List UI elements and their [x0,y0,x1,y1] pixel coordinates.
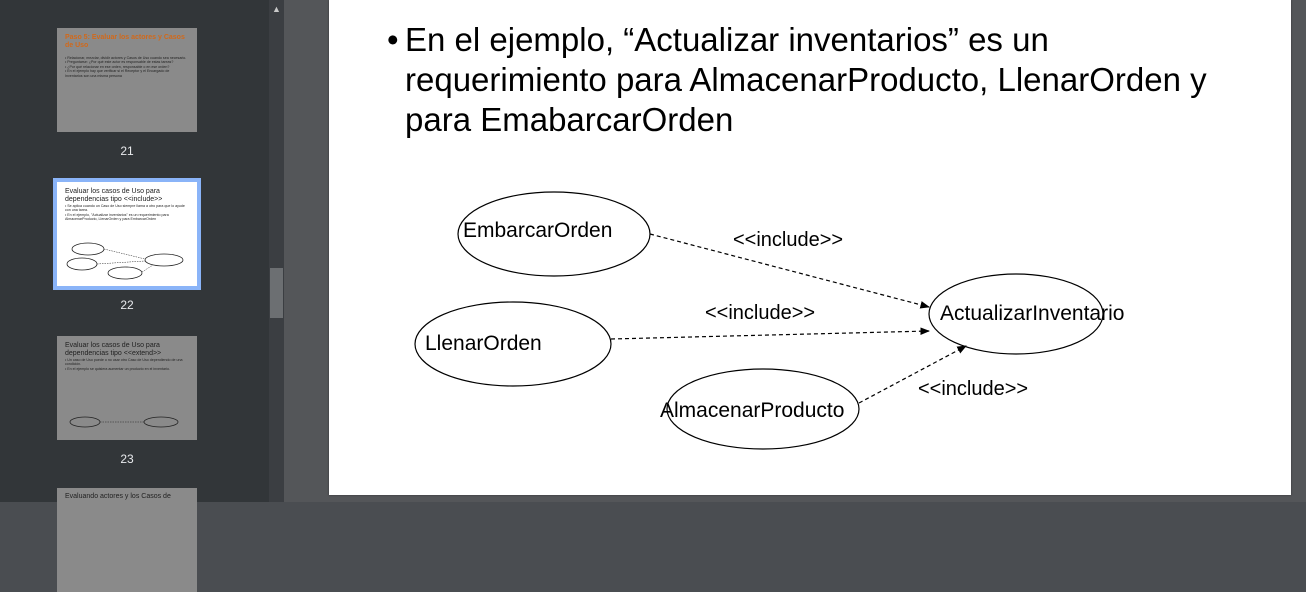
thumbnail-line: • En el ejemplo se quisiera aumentar un … [65,366,170,371]
use-case-almacenar-shape [666,368,860,450]
thumbnail-title: Evaluar los casos de Uso para dependenci… [65,342,162,357]
bullet-marker: • [387,21,399,58]
include-arrow-llenar [610,327,930,340]
slide-number-23: 23 [120,452,134,466]
slide-thumbnail-23[interactable]: Evaluar los casos de Uso para dependenci… [57,336,197,440]
slide-number-22: 22 [120,298,134,312]
use-case-llenar-label: LlenarOrden [425,332,542,355]
slide-thumbnail-22[interactable]: Evaluar los casos de Uso para dependenci… [53,178,201,290]
use-case-actualizar-shape [928,273,1104,355]
include-label-almacenar: <<include>> [918,378,1029,400]
include-label-llenar: <<include>> [705,302,816,324]
include-arrow-embarcar [649,233,930,309]
sidebar-scrollbar-track[interactable] [269,0,284,502]
sidebar-scrollbar-thumb[interactable] [270,268,283,318]
thumbnail-line: • En el ejemplo, "Actualizar inventarios… [65,212,169,222]
slide-bullet-text: En el ejemplo, “Actualizar inventarios” … [405,21,1207,138]
thumbnail-body: • Se aplica cuando un Caso de Uso siempr… [65,204,187,222]
use-case-diagram [414,191,1104,450]
thumbnail-line: • Preguntarse: ¿Por qué este actor es re… [65,60,174,65]
thumbnail-body: • Un caso de Uso puede o no usar otro Ca… [65,358,187,371]
thumbnail-body: • Relacionar, mezclar, dividir actores y… [65,56,187,78]
use-case-llenar-shape [414,301,612,387]
use-case-actualizar-label: ActualizarInventario [940,302,1125,325]
thumbnail-sidebar: Paso 5: Evaluar los actores y Casos de U… [0,0,269,592]
use-case-almacenar-label: AlmacenarProducto [660,399,845,422]
slide-number-21: 21 [120,144,134,158]
thumbnail-diagram [66,242,184,280]
slide-thumbnail-21[interactable]: Paso 5: Evaluar los actores y Casos de U… [57,28,197,132]
include-label-embarcar: <<include>> [733,229,844,251]
use-case-embarcar-label: EmbarcarOrden [463,219,613,242]
thumbnail-line: • ¿Por qué relacionar en ese orden, resp… [65,64,170,69]
scroll-up-arrow-icon[interactable]: ▲ [272,4,281,14]
thumbnail-line: • Un caso de Uso puede o no usar otro Ca… [65,358,183,367]
slide-thumbnail-24[interactable]: Evaluando actores y los Casos de [57,488,197,592]
include-arrow-almacenar [858,345,967,404]
thumbnail-title: Evaluando actores y los Casos de [65,493,171,500]
thumbnail-line: • Se aplica cuando un Caso de Uso siempr… [65,204,185,213]
thumbnail-diagram [69,416,179,428]
slide-page [329,0,1291,495]
thumbnail-title: Paso 5: Evaluar los actores y Casos de U… [65,34,185,49]
thumbnail-title: Evaluar los casos de Uso para dependenci… [65,188,163,203]
thumbnail-line: • Relacionar, mezclar, dividir actores y… [65,56,187,60]
thumbnail-line: • En el ejemplo hay que verificar si el … [65,69,170,78]
